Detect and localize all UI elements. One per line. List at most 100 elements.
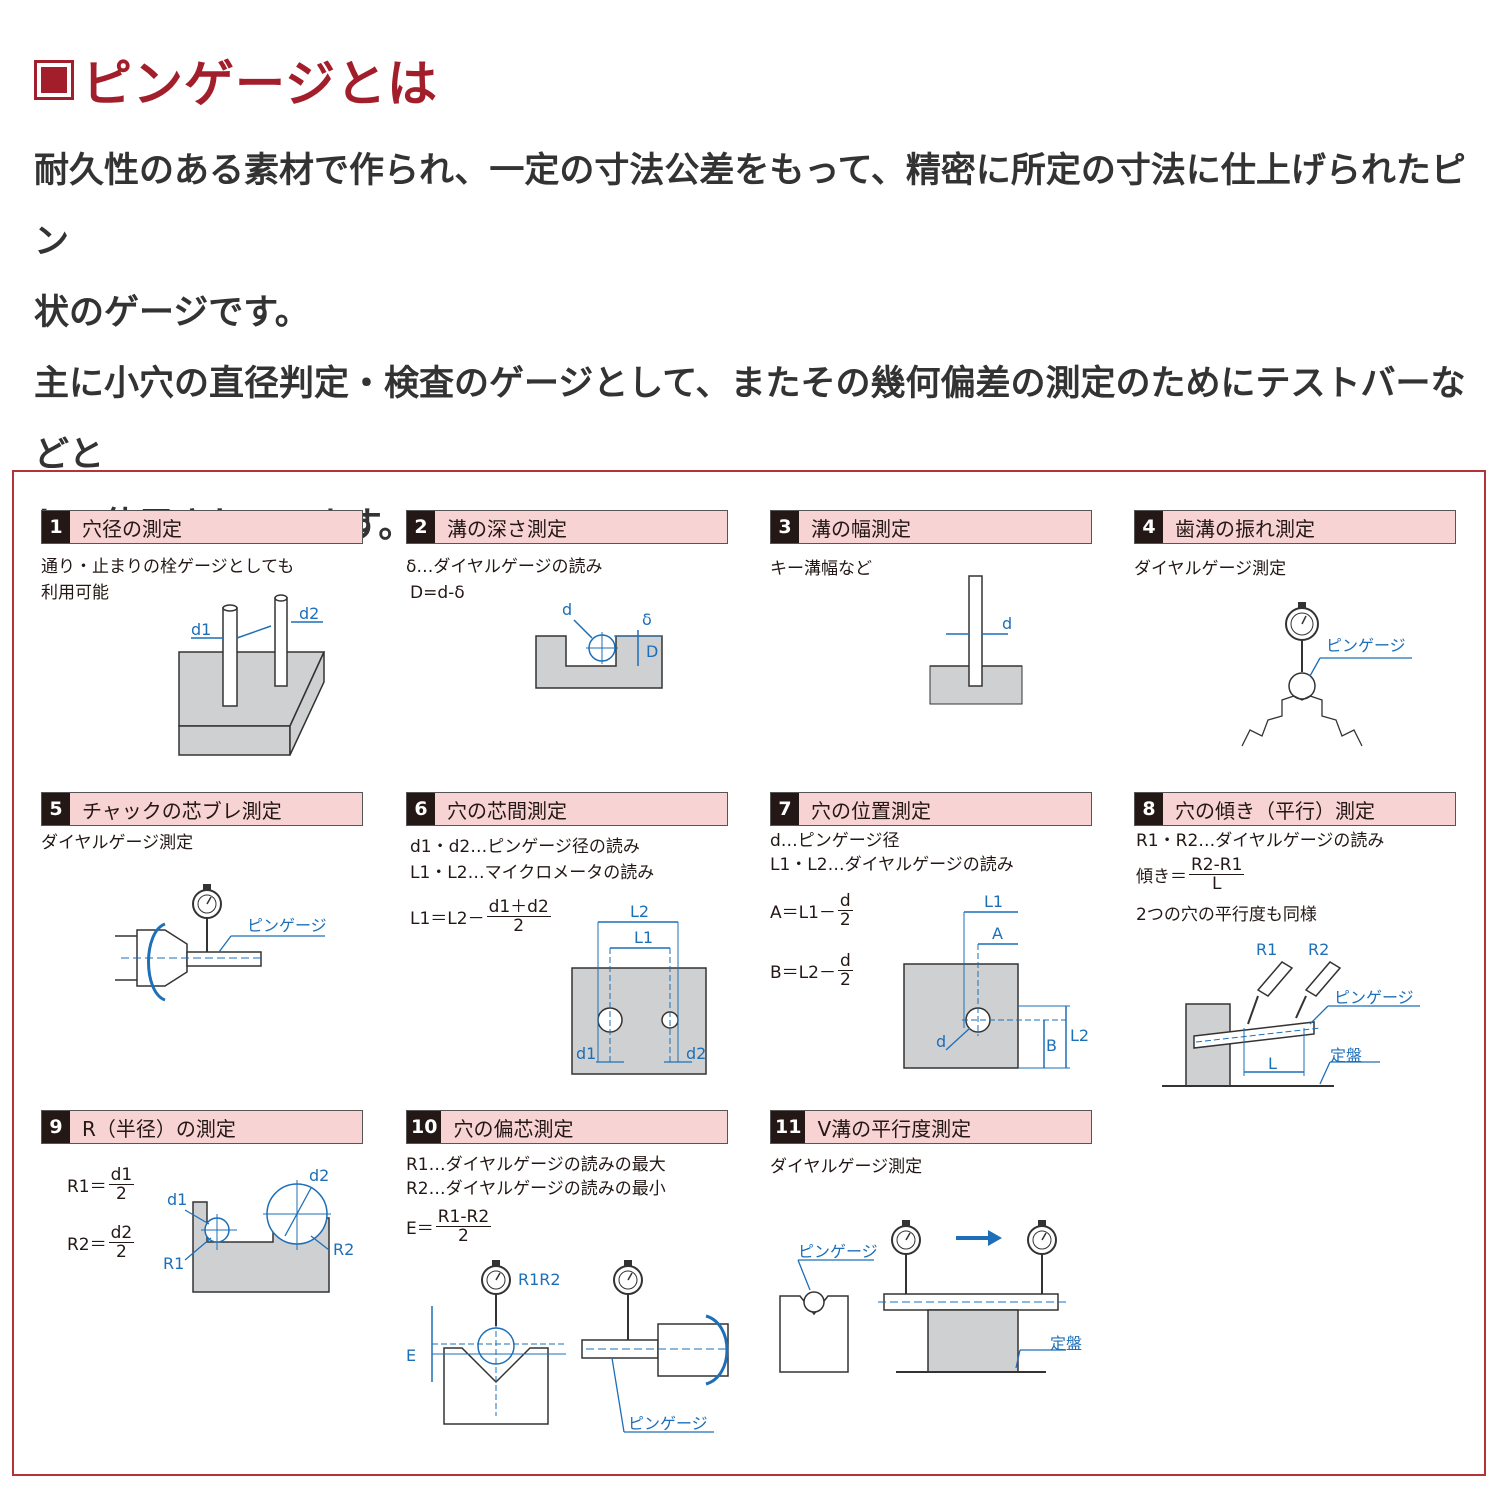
formula-denominator: 2 [839, 910, 851, 930]
formula-denominator: 2 [116, 1184, 127, 1204]
panel-title-bar: 3 溝の幅測定 [770, 510, 1092, 544]
formula-lhs: A＝L1－ [770, 903, 836, 923]
label-L: L [1268, 1054, 1277, 1073]
hole-pitch-diagram [571, 921, 707, 1075]
panel-title: 溝の深さ測定 [447, 516, 567, 541]
formula-numerator: d2 [108, 1223, 135, 1243]
panel-note: d…ピンゲージ径 [770, 831, 900, 851]
label-pin-gauge: ピンゲージ [1334, 988, 1414, 1007]
panel-number: 6 [407, 793, 435, 825]
chuck-runout-diagram [115, 884, 325, 1002]
label-delta: δ [642, 610, 652, 629]
label-surface-plate: 定盤 [1050, 1334, 1083, 1353]
panel-number: 1 [42, 511, 70, 543]
panel-note: ダイヤルゲージ測定 [770, 1157, 923, 1177]
label-d1: d1 [191, 620, 212, 639]
panel-note: ダイヤルゲージ測定 [1134, 559, 1287, 579]
label-pin-gauge: ピンゲージ [628, 1414, 708, 1433]
panel-number: 7 [771, 793, 799, 825]
formula-numerator: d1＋d2 [486, 897, 551, 917]
label-d2: d2 [299, 604, 320, 623]
label-B: B [1046, 1036, 1057, 1055]
panel-title: 歯溝の振れ測定 [1175, 516, 1315, 541]
label-d2: d2 [309, 1166, 330, 1185]
groove-width-diagram [929, 575, 1023, 705]
formula-lhs: B＝L2－ [770, 963, 836, 983]
panel-number: 2 [407, 511, 435, 543]
formula-numerator: R2-R1 [1189, 855, 1245, 875]
formula-lhs: R1＝ [67, 1177, 107, 1197]
v-groove-parallelism-diagram [779, 1220, 1070, 1373]
panel-number: 5 [42, 793, 70, 825]
formula-denominator: 2 [458, 1226, 469, 1246]
label-d1: d1 [576, 1044, 597, 1063]
label-R1: R1 [163, 1254, 185, 1273]
label-L2: L2 [630, 902, 650, 921]
panel-note: 利用可能 [41, 583, 109, 603]
label-D: D [646, 642, 659, 661]
label-d: d [1002, 614, 1013, 633]
intro-line: 主に小穴の直径判定・検査のゲージとして、またその幾何偏差の測定のためにテストバー… [34, 364, 1466, 475]
panel-note: L1・L2…ダイヤルゲージの読み [770, 855, 1014, 875]
hole-diameter-diagram [178, 594, 326, 756]
panel-title-bar: 2 溝の深さ測定 [406, 510, 728, 544]
panel-note: ダイヤルゲージ測定 [41, 833, 194, 853]
panel-title: 溝の幅測定 [811, 516, 911, 541]
formula-denominator: 2 [513, 916, 525, 936]
formula-numerator: R1-R2 [435, 1207, 492, 1227]
panel-note: 2つの穴の平行度も同様 [1136, 905, 1317, 925]
label-R1: R1 [1256, 940, 1278, 959]
label-L2: L2 [1070, 1026, 1090, 1045]
page-title: ピンゲージとは [82, 55, 438, 113]
panel-number: 11 [771, 1111, 806, 1143]
panel-note: R1…ダイヤルゲージの読みの最大 [406, 1155, 666, 1175]
panel-note: R2…ダイヤルゲージの読みの最小 [406, 1179, 666, 1199]
intro-line: 状のゲージです。 [34, 293, 310, 333]
panel-title: 穴の傾き（平行）測定 [1175, 798, 1375, 823]
formula-lhs: L1＝L2－ [410, 909, 485, 929]
formula-denominator: 2 [839, 970, 851, 990]
panel-note: L1・L2…マイクロメータの読み [410, 863, 655, 883]
formula-numerator: d [837, 951, 853, 971]
formula-denominator: 2 [116, 1242, 127, 1262]
hole-eccentricity-diagram [431, 1260, 729, 1433]
panel-note: キー溝幅など [770, 559, 872, 579]
panel-note: R1・R2…ダイヤルゲージの読み [1136, 831, 1385, 851]
formula-denominator: L [1211, 874, 1222, 894]
label-R2: R2 [333, 1240, 355, 1259]
hole-tilt-diagram [1162, 961, 1420, 1087]
label-L1: L1 [634, 928, 654, 947]
radius-diagram [184, 1180, 331, 1293]
label-R2: R2 [1308, 940, 1330, 959]
intro-line: 耐久性のある素材で作られ、一定の寸法公差をもって、精密に所定の寸法に仕上げられた… [34, 151, 1466, 262]
panel-number: 10 [407, 1111, 442, 1143]
label-pin-gauge: ピンゲージ [798, 1242, 878, 1261]
label-R1R2: R1R2 [518, 1270, 561, 1289]
panel-number: 3 [771, 511, 799, 543]
panel-title: R（半径）の測定 [82, 1116, 236, 1141]
label-E: E [406, 1346, 417, 1365]
label-pin-gauge: ピンゲージ [247, 916, 327, 935]
